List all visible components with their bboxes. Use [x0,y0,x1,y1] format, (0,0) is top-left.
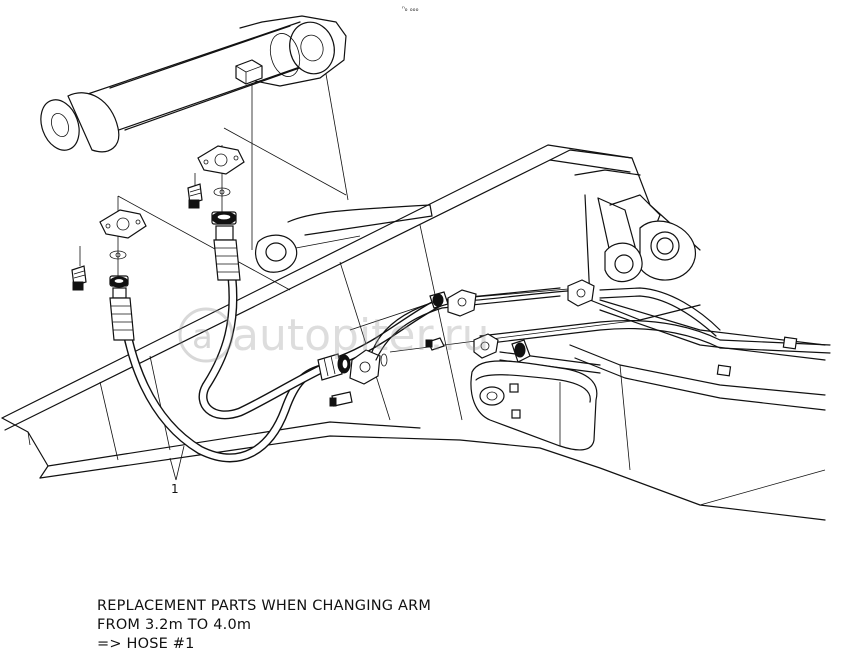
corner-mark: ⁿₒ ₒₒₒ [402,5,419,13]
steel-pipes [371,279,831,377]
caption-line-3: => HOSE #1 [97,636,195,652]
replacement-caption: REPLACEMENT PARTS WHEN CHANGING ARM FROM… [97,597,431,654]
svg-text:a: a [192,317,213,357]
caption-line-2: FROM 3.2m TO 4.0m [97,617,252,633]
arm-cylinder [40,15,347,153]
part-callout: 1 [169,445,185,496]
arm-mount-block [470,360,598,451]
watermark: a autopiter.ru [178,307,490,363]
hose-1-end-fitting [317,353,351,381]
callout-number: 1 [171,482,179,496]
watermark-text: autopiter.ru [232,310,490,361]
bolts [71,183,445,407]
caption-line-1: REPLACEMENT PARTS WHEN CHANGING ARM [97,598,432,614]
boom [1,144,826,521]
flange-upper [197,145,245,197]
flange-lower [99,209,147,260]
hose-bracket [255,204,433,273]
flange-middle [349,349,388,385]
